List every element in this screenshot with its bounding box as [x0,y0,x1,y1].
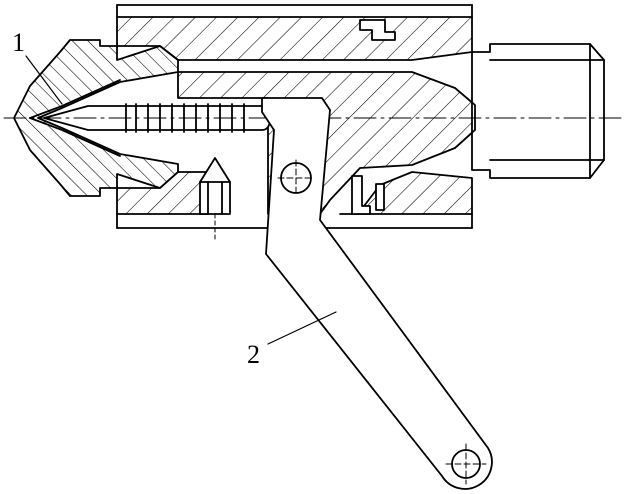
callout-label-1: 1 [12,28,25,57]
leader-line-1 [25,55,63,105]
leader-line-2 [267,311,337,345]
nozzle-tip [13,39,179,197]
retaining-ring-bottom [351,175,385,215]
callout-label-2: 2 [247,340,260,369]
retaining-ring-top [359,19,396,41]
set-screw [199,157,231,241]
outlet-fitting [454,43,605,179]
trigger-lever [261,97,493,490]
